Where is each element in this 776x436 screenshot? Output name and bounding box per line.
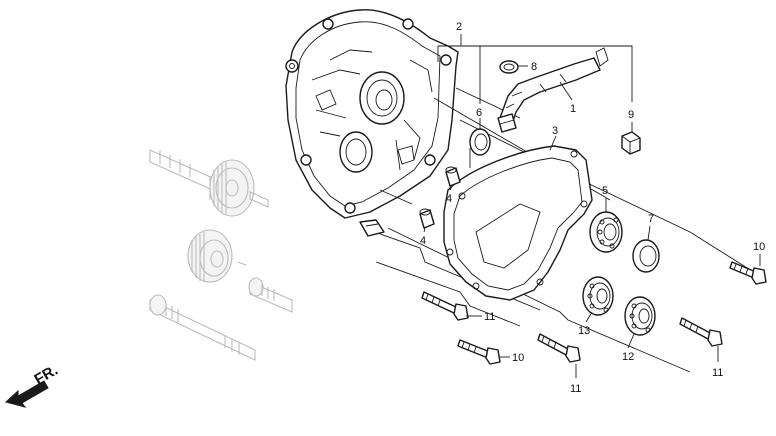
part-1-breather-hose	[497, 47, 609, 133]
front-direction-label: FR.	[32, 362, 61, 389]
ghost-gear-shafts	[149, 149, 293, 361]
ghost-drive-shaft	[149, 294, 256, 361]
callout-4-lower: 4	[420, 235, 426, 247]
ghost-countershaft	[149, 149, 269, 217]
part-10-bolt-right	[729, 261, 767, 285]
callout-leaders	[423, 34, 761, 378]
callout-1: 1	[570, 103, 576, 115]
crankcase-cover	[285, 9, 459, 237]
callout-8: 8	[531, 61, 537, 73]
callout-3: 3	[552, 125, 558, 137]
part-10-bolt-lower	[457, 339, 501, 365]
part-3-gasket	[443, 145, 593, 301]
callout-5: 5	[602, 185, 608, 197]
ghost-pinion-shaft	[248, 277, 293, 313]
part-13-ball-bearing	[582, 276, 614, 316]
callout-9: 9	[628, 109, 634, 121]
part-6-oil-seal	[469, 128, 491, 156]
part-12-ball-bearing	[624, 296, 656, 336]
part-7-oil-seal	[632, 239, 660, 273]
front-arrow-icon	[4, 380, 49, 408]
callout-11-upper: 11	[484, 311, 495, 323]
ghost-idler-gear	[187, 229, 247, 283]
part-5-ball-bearing	[589, 211, 623, 253]
callout-12: 12	[622, 351, 634, 363]
part-8-o-ring	[499, 60, 519, 74]
part-11-bolt-lower-middle	[537, 333, 581, 363]
part-4-dowel-pin-upper	[445, 166, 461, 187]
callout-10-right: 10	[753, 241, 765, 253]
callout-11-lower-middle: 11	[570, 383, 581, 395]
part-9-hex-cap	[621, 131, 641, 155]
part-11-bolt-lower-right	[679, 317, 723, 347]
front-direction-indicator: FR.	[4, 362, 61, 408]
callout-11-lower-right: 11	[712, 367, 723, 379]
callout-2: 2	[456, 21, 462, 33]
callout-13: 13	[578, 325, 590, 337]
part-11-bolt-upper	[421, 291, 469, 321]
callout-4-upper: 4	[446, 193, 452, 205]
callout-7: 7	[648, 213, 654, 225]
callout-6: 6	[476, 107, 482, 119]
callout-labels: 2 8 1 9 6 3 4 4 5 7 10 10 11 11 11 12 13	[420, 21, 765, 395]
part-4-dowel-pin-lower	[419, 208, 435, 229]
callout-10-lower: 10	[512, 352, 524, 364]
